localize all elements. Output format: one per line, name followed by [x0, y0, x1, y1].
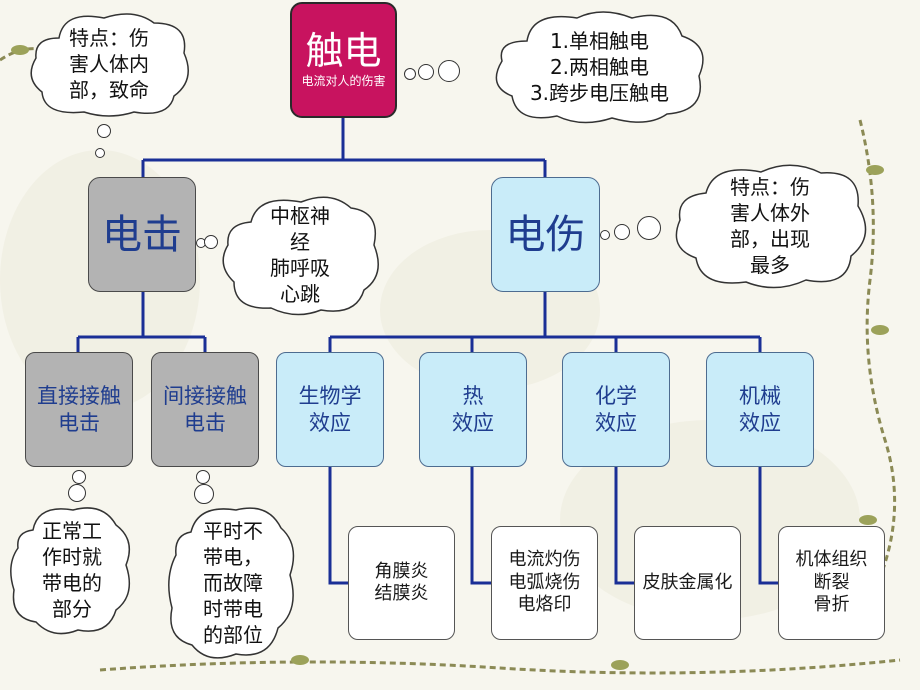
- thermal-detail-line-2: 电弧烧伤: [508, 571, 581, 593]
- shock-effect-line-1: 中枢神: [270, 204, 330, 228]
- shock-effect-line-2: 经: [290, 230, 310, 254]
- feature-right-line-3: 部，出现: [730, 227, 810, 251]
- mechanical-detail: 机体组织 断裂 骨折: [778, 526, 885, 640]
- direct-note-line-3: 带电的: [42, 571, 102, 595]
- thought-bubble: [97, 124, 111, 138]
- feature-left-line-1: 特点：伤: [69, 26, 149, 50]
- shock-type-1: 1.单相触电: [549, 29, 650, 53]
- root-title: 触电: [305, 28, 382, 73]
- shock-type-direct-line-1: 直接接触: [37, 384, 121, 409]
- shock-type-indirect-line-2: 电击: [184, 410, 226, 435]
- root-subtitle: 电流对人的伤害: [301, 74, 386, 89]
- injury-type-chemical-line-1: 化学: [595, 384, 637, 409]
- shock-effect-line-4: 心跳: [280, 282, 320, 306]
- shock-types-cloud: 1.单相触电 2.两相触电 3.跨步电压触电: [487, 6, 712, 128]
- thought-bubble: [194, 484, 214, 504]
- feature-right-line-1: 特点：伤: [730, 175, 810, 199]
- shock-label: 电击: [102, 211, 182, 258]
- indirect-note-line-1: 平时不: [203, 518, 263, 543]
- shock-type-direct-line-2: 电击: [58, 410, 100, 435]
- feature-left-line-3: 部，致命: [69, 78, 149, 102]
- feature-right-line-4: 最多: [750, 253, 790, 277]
- feature-right-line-2: 害人体外: [730, 201, 810, 225]
- indirect-note-line-5: 的部位: [203, 622, 263, 647]
- direct-note-cloud: 正常工 作时就 带电的 部分: [8, 500, 136, 640]
- injury-type-chemical: 化学 效应: [562, 352, 670, 467]
- thermal-detail-line-3: 电烙印: [517, 594, 572, 616]
- thought-bubble: [600, 230, 610, 240]
- direct-note-line-4: 部分: [52, 597, 92, 621]
- shock-type-3: 3.跨步电压触电: [529, 81, 670, 105]
- root-node: 触电 电流对人的伤害: [290, 2, 397, 118]
- chemical-detail: 皮肤金属化: [634, 526, 741, 640]
- injury-type-thermal-line-2: 效应: [452, 410, 494, 435]
- mechanical-detail-line-1: 机体组织: [795, 549, 868, 571]
- injury-type-mechanical-line-2: 效应: [739, 410, 781, 435]
- thought-bubble: [68, 484, 86, 502]
- direct-note-line-1: 正常工: [42, 519, 102, 543]
- thought-bubble: [438, 60, 460, 82]
- injury-type-mechanical-line-1: 机械: [739, 384, 781, 409]
- indirect-note-line-4: 时带电: [203, 596, 263, 621]
- thought-bubble: [72, 470, 86, 484]
- thought-bubble: [614, 224, 630, 240]
- shock-type-indirect-line-1: 间接接触: [163, 384, 247, 409]
- thought-bubble: [637, 216, 661, 240]
- direct-note-line-2: 作时就: [42, 545, 102, 569]
- indirect-note-cloud: 平时不 带电， 而故障 时带电 的部位: [166, 500, 300, 665]
- chemical-detail-line-1: 皮肤金属化: [642, 571, 733, 593]
- injury-node: 电伤: [491, 177, 600, 292]
- injury-type-thermal-line-1: 热: [462, 384, 484, 409]
- injury-type-thermal: 热 效应: [419, 352, 527, 467]
- biological-detail-line-2: 结膜炎: [374, 583, 429, 604]
- thought-bubble: [418, 64, 434, 80]
- indirect-note-line-3: 而故障: [203, 570, 263, 595]
- shock-type-indirect: 间接接触 电击: [151, 352, 259, 467]
- mechanical-detail-line-2: 断裂: [813, 571, 850, 593]
- thought-bubble: [204, 235, 218, 249]
- injury-type-biological-line-1: 生物学: [298, 384, 362, 409]
- feature-left-line-2: 害人体内: [69, 52, 149, 76]
- shock-effect-line-3: 肺呼吸: [270, 256, 330, 280]
- indirect-note-line-2: 带电，: [203, 544, 263, 569]
- shock-type-direct: 直接接触 电击: [25, 352, 133, 467]
- shock-type-2: 2.两相触电: [549, 55, 650, 79]
- injury-type-biological: 生物学 效应: [276, 352, 384, 467]
- injury-label: 电伤: [505, 211, 586, 258]
- injury-type-mechanical: 机械 效应: [706, 352, 814, 467]
- injury-type-chemical-line-2: 效应: [595, 410, 637, 435]
- feature-left-cloud: 特点：伤 害人体内 部，致命: [24, 8, 194, 120]
- biological-detail-line-1: 角膜炎: [374, 560, 429, 582]
- thought-bubble: [404, 68, 416, 80]
- shock-effect-cloud: 中枢神 经 肺呼吸 心跳: [216, 190, 384, 320]
- feature-right-cloud: 特点：伤 害人体外 部，出现 最多: [666, 158, 874, 294]
- mechanical-detail-line-3: 骨折: [813, 594, 850, 616]
- thermal-detail: 电流灼伤 电弧烧伤 电烙印: [491, 526, 598, 640]
- thermal-detail-line-1: 电流灼伤: [508, 549, 581, 571]
- biological-detail: 角膜炎 结膜炎: [348, 526, 455, 640]
- thought-bubble: [95, 148, 105, 158]
- shock-node: 电击: [88, 177, 196, 292]
- thought-bubble: [196, 470, 210, 484]
- injury-type-biological-line-2: 效应: [309, 410, 351, 435]
